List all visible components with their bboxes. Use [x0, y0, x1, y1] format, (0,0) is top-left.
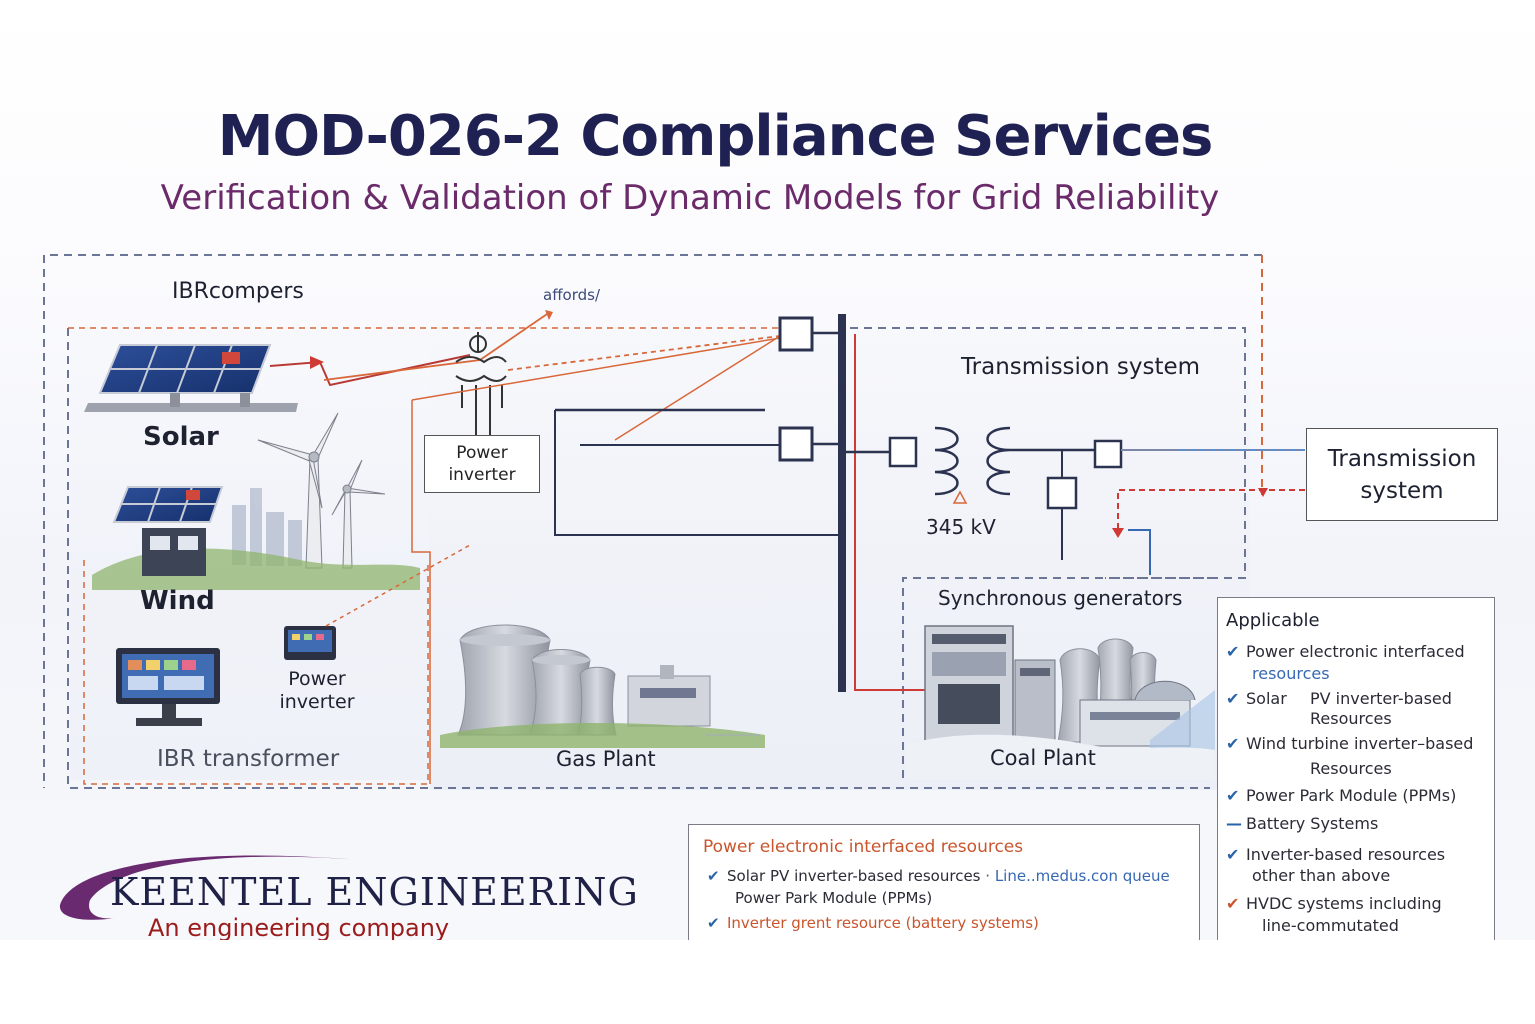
check-icon: ✔: [1226, 689, 1240, 708]
ibr-transformer-label: IBR transformer: [157, 746, 340, 772]
check-icon: ✔: [707, 914, 720, 932]
wind-label: Wind: [140, 586, 215, 616]
company-logo-name: KEENTEL ENGINEERING: [110, 870, 639, 914]
transmission-box-line-2: system: [1360, 478, 1444, 504]
applicable-item-inverter-based-line-2: other than above: [1252, 866, 1391, 885]
city-skyline-icon: [232, 488, 302, 566]
wind-turbine-icon: [257, 412, 386, 569]
power-inverter-label-line-2: inverter: [279, 691, 355, 713]
power-inverter-label-line-1: Power: [288, 668, 346, 690]
page-subtitle: Verification & Validation of Dynamic Mod…: [160, 178, 1220, 218]
ibr-dashed-frame: [67, 328, 1210, 789]
applicable-item-solar: ✔Solar: [1226, 689, 1287, 708]
breaker-hv: [888, 436, 918, 468]
solar-house-icon: [112, 486, 224, 576]
solar-array-icon: [84, 344, 298, 412]
applicable-item-power-electronic-line-2: resources: [1252, 664, 1330, 683]
power-inverter-box-line-2: inverter: [448, 465, 516, 485]
applicable-item-hvdc: ✔HVDC systems including: [1226, 894, 1442, 913]
orange-link-inverter: [325, 544, 471, 627]
company-tagline: An engineering company: [148, 914, 450, 940]
applicable-item-wind-resources: Resources: [1310, 759, 1392, 778]
breaker-right: [1093, 439, 1123, 469]
ibr-group-label: IBRcompers: [172, 279, 304, 304]
check-icon: ✔: [1226, 734, 1240, 753]
clouds: [905, 734, 1215, 780]
applicable-item-solar-resources: Resources: [1310, 709, 1392, 728]
orange-link-3: [411, 337, 781, 401]
affords-label: affords/: [543, 286, 600, 304]
applicable-item-ppm: ✔Power Park Module (PPMs): [1226, 786, 1457, 805]
voltage-label: 345 kV: [926, 515, 996, 539]
power-inverter-box-line-1: Power: [456, 443, 508, 463]
check-icon: ✔: [1226, 642, 1240, 661]
main-bus: [838, 314, 846, 692]
resources-panel: Power electronic interfaced resources ✔S…: [688, 824, 1200, 940]
inverter-device-icon: [284, 626, 336, 660]
applicable-heading: Applicable: [1226, 610, 1320, 631]
check-icon: ✔: [1226, 894, 1240, 913]
dash-icon: —: [1226, 814, 1242, 833]
applicable-item-wind: ✔Wind turbine inverter–based: [1226, 734, 1474, 753]
grid-line-2: [554, 410, 840, 536]
page-title: MOD-026-2 Compliance Services: [217, 104, 1214, 169]
applicable-item-solar-pv: PV inverter-based: [1310, 689, 1452, 708]
logo-swoosh: [59, 855, 360, 920]
breaker-branch: [1046, 476, 1078, 510]
check-icon: ✔: [707, 867, 720, 885]
applicable-item-inverter-based: ✔Inverter-based resources: [1226, 845, 1446, 864]
transmission-dashed-frame: [850, 327, 1246, 579]
hv-transformer-icon: [934, 426, 1095, 496]
check-icon: ✔: [1226, 845, 1240, 864]
monitor-icon: [116, 648, 220, 726]
transmission-system-box: Transmission system: [1306, 428, 1498, 521]
applicable-item-hvdc-line-2: line-commutated: [1262, 916, 1399, 935]
applicable-item-power-electronic: ✔Power electronic interfaced: [1226, 642, 1465, 661]
solar-feed-arrow: [310, 356, 324, 369]
synchronous-frame: [902, 577, 1215, 778]
resources-row-solar: ✔Solar PV inverter-based resources · Lin…: [707, 867, 1170, 885]
gas-plant-icon: [440, 624, 765, 748]
check-icon: ✔: [1226, 786, 1240, 805]
ibr-transformer-frame: [83, 560, 429, 785]
coal-plant-icon: [924, 625, 1215, 760]
orange-dashed-link: [507, 335, 781, 371]
resources-row-battery: ✔Inverter grent resource (battery system…: [707, 914, 1039, 932]
gas-plant-label: Gas Plant: [556, 747, 656, 771]
outer-dashed-frame: [43, 254, 1262, 788]
red-dashed-link: [1117, 489, 1305, 530]
orange-link-2: [614, 335, 781, 441]
transformer-icon: [455, 332, 507, 436]
breaker-top: [778, 316, 814, 352]
breaker-mid: [778, 426, 814, 462]
solar-label: Solar: [143, 422, 219, 452]
orange-link-down: [411, 400, 431, 784]
warning-marker: [952, 490, 968, 504]
coal-plant-label: Coal Plant: [990, 746, 1096, 770]
applicable-panel: Applicable ✔Power electronic interfaced …: [1217, 597, 1495, 940]
power-inverter-label: Power inverter: [270, 668, 364, 714]
blue-feed-down: [1128, 529, 1151, 575]
power-inverter-box: Power inverter: [424, 435, 540, 493]
synchronous-generators-label: Synchronous generators: [938, 586, 1183, 610]
grid-diagram: [43, 254, 1470, 940]
resources-row-ppm: Power Park Module (PPMs): [735, 889, 933, 907]
applicable-item-battery: —Battery Systems: [1226, 814, 1379, 833]
resources-heading: Power electronic interfaced resources: [703, 837, 1024, 857]
transmission-system-label: Transmission system: [961, 354, 1201, 380]
transmission-box-line-1: Transmission: [1327, 446, 1477, 472]
infographic: MOD-026-2 Compliance Services Verificati…: [0, 0, 1535, 940]
queue-link[interactable]: Line..medus.con queue: [994, 867, 1170, 885]
